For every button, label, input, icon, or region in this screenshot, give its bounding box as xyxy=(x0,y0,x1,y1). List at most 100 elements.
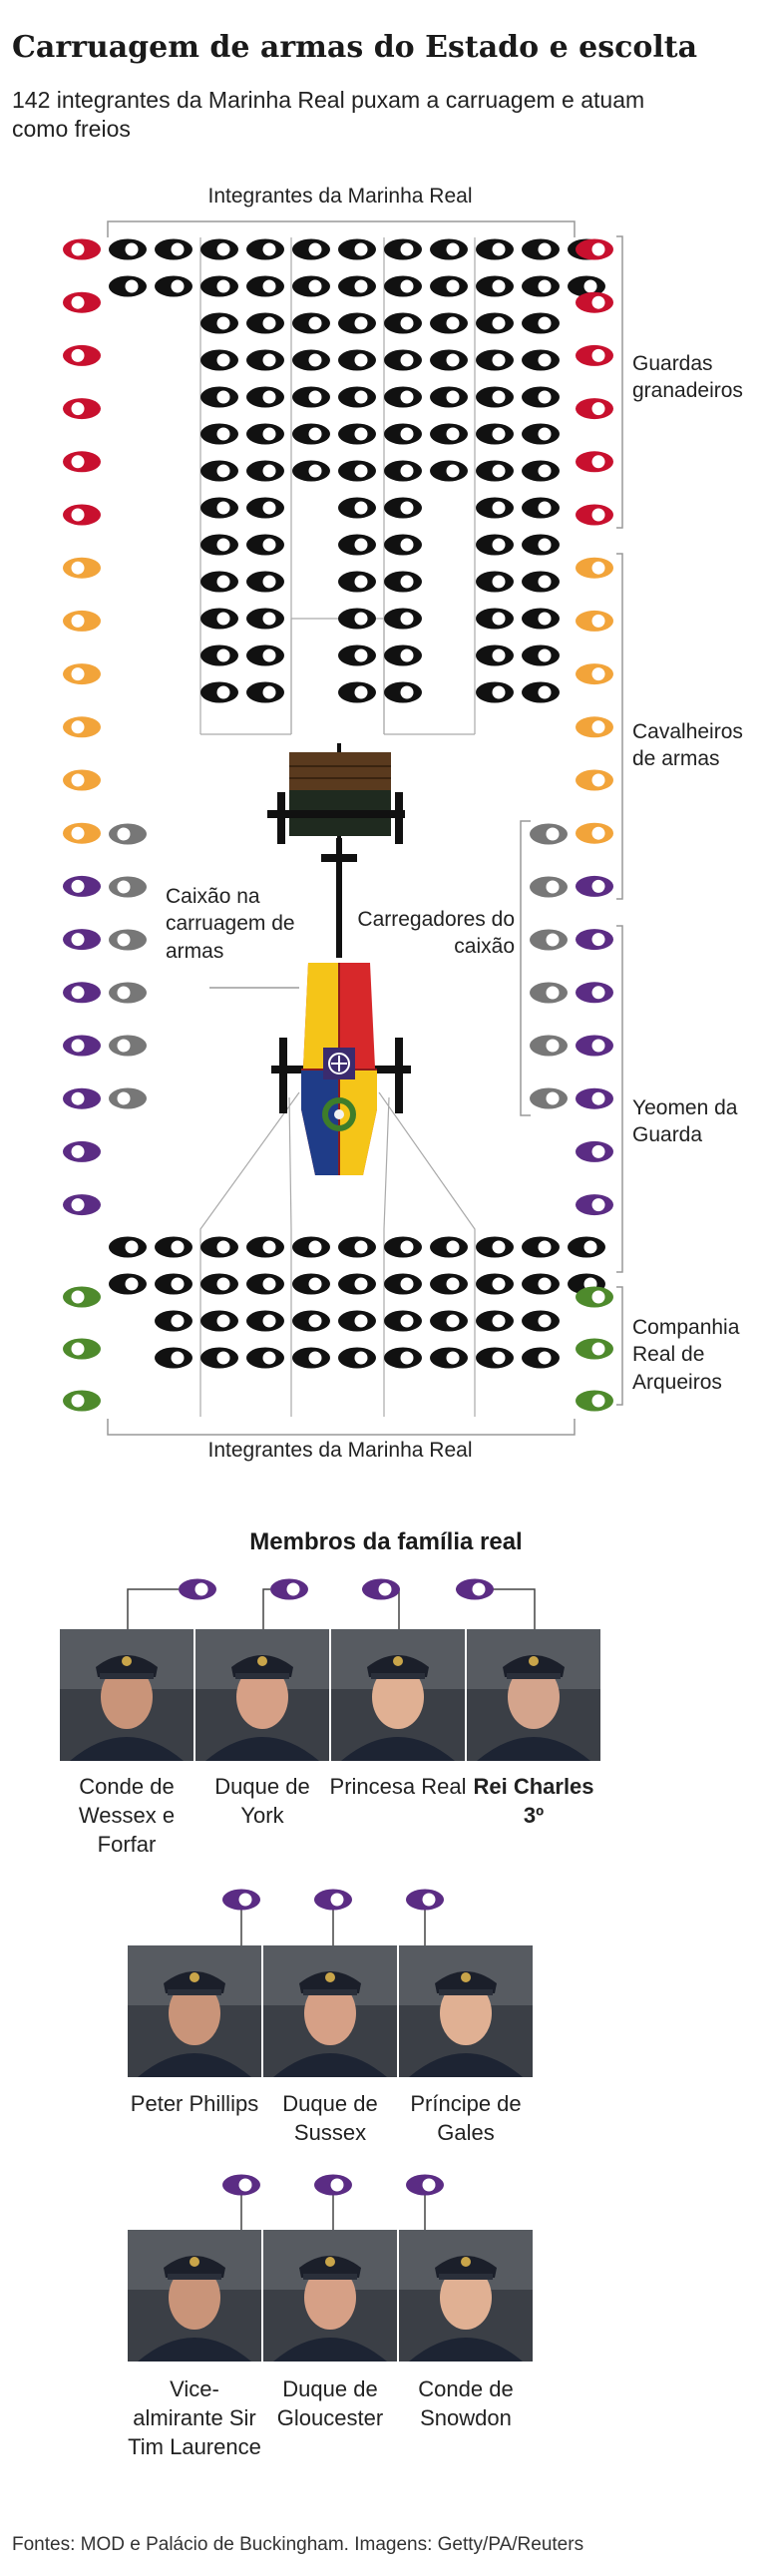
royal-marker xyxy=(179,1578,216,1600)
navy-rating xyxy=(430,275,468,297)
escort-right xyxy=(576,1035,613,1057)
navy-rating xyxy=(522,1347,560,1369)
navy-rating xyxy=(384,1310,422,1332)
navy-rating xyxy=(246,497,284,519)
navy-rating xyxy=(384,1273,422,1295)
royal-name: Duque de Gloucester xyxy=(276,2376,384,2431)
navy-rating xyxy=(338,238,376,260)
navy-rating xyxy=(246,312,284,334)
navy-rating xyxy=(200,460,238,482)
navy-rating xyxy=(200,275,238,297)
navy-rating xyxy=(430,1236,468,1258)
pallbearer xyxy=(530,1087,568,1109)
escort-left xyxy=(63,238,101,260)
navy-rating xyxy=(430,423,468,445)
navy-rating xyxy=(384,608,422,630)
navy-rating xyxy=(476,1273,514,1295)
navy-rating xyxy=(200,571,238,593)
navy-rating xyxy=(292,386,330,408)
navy-rating xyxy=(109,1273,147,1295)
navy-rating xyxy=(522,238,560,260)
royal-marker xyxy=(222,2174,260,2196)
navy-rating xyxy=(384,571,422,593)
navy-rating xyxy=(292,1347,330,1369)
escort-right xyxy=(576,291,613,313)
navy-rating xyxy=(476,497,514,519)
royal-name: Duque de Sussex xyxy=(282,2091,378,2146)
navy-rating xyxy=(109,238,147,260)
navy-rating xyxy=(384,275,422,297)
navy-rating xyxy=(430,1273,468,1295)
pallbearer xyxy=(109,929,147,951)
navy-rating xyxy=(200,608,238,630)
escort-right xyxy=(576,238,613,260)
group-label-gentlemen-at-arms: Cavalheiros de armas xyxy=(632,720,743,771)
portrait-photo xyxy=(263,2230,397,2361)
navy-rating xyxy=(246,571,284,593)
escort-left xyxy=(63,291,101,313)
portrait-photo xyxy=(195,1629,329,1761)
portrait-photo xyxy=(60,1629,193,1761)
navy-rating xyxy=(522,460,560,482)
escort-left xyxy=(63,557,101,579)
escort-left xyxy=(63,769,101,791)
navy-rating xyxy=(522,534,560,556)
navy-rating xyxy=(338,423,376,445)
navy-rating xyxy=(246,608,284,630)
escort-right xyxy=(576,716,613,738)
royal-marker xyxy=(406,1889,444,1911)
escort-left xyxy=(63,504,101,526)
pallbearer xyxy=(530,982,568,1004)
navy-rating xyxy=(476,386,514,408)
group-label-yeomen: Yeomen da Guarda xyxy=(632,1096,738,1147)
navy-rating xyxy=(292,312,330,334)
portrait-photo xyxy=(399,2230,533,2361)
escort-left xyxy=(63,1035,101,1057)
wreath xyxy=(322,1097,356,1131)
navy-rating xyxy=(246,681,284,703)
navy-rating xyxy=(246,460,284,482)
navy-rating xyxy=(246,1310,284,1332)
royal-archer xyxy=(576,1390,613,1412)
navy-rating xyxy=(338,644,376,666)
escort-left xyxy=(63,451,101,473)
navy-rating xyxy=(200,1310,238,1332)
navy-rating xyxy=(568,1236,605,1258)
navy-rating xyxy=(384,1347,422,1369)
royal-name: Vice-almirante Sir Tim Laurence xyxy=(128,2376,261,2460)
navy-rating xyxy=(338,608,376,630)
royal-name: Rei Charles 3º xyxy=(473,1774,594,1829)
pallbearer xyxy=(530,876,568,898)
navy-rating xyxy=(155,1347,193,1369)
royal-name: Peter Phillips xyxy=(130,2091,259,2116)
navy-rating xyxy=(246,1236,284,1258)
navy-rating xyxy=(430,1347,468,1369)
navy-rating xyxy=(246,423,284,445)
navy-rating xyxy=(155,1273,193,1295)
pallbearer xyxy=(109,982,147,1004)
royal-family-title: Membros da família real xyxy=(249,1528,523,1555)
navy-rating xyxy=(109,275,147,297)
pallbearer xyxy=(109,1035,147,1057)
navy-rating xyxy=(476,460,514,482)
navy-rating xyxy=(476,1236,514,1258)
navy-rating xyxy=(246,349,284,371)
navy-rating xyxy=(292,423,330,445)
escort-right xyxy=(576,822,613,844)
navy-rating xyxy=(384,238,422,260)
navy-rating xyxy=(476,349,514,371)
navy-rating xyxy=(522,312,560,334)
escort-right xyxy=(576,398,613,420)
navy-rating xyxy=(522,275,560,297)
navy-rating xyxy=(522,423,560,445)
navy-rating xyxy=(522,349,560,371)
navy-rating xyxy=(338,1273,376,1295)
royal-archer xyxy=(63,1338,101,1360)
navy-rating xyxy=(200,312,238,334)
escort-right xyxy=(576,451,613,473)
royal-archer xyxy=(576,1286,613,1308)
navy-rating xyxy=(384,386,422,408)
royal-markers xyxy=(127,1578,536,2230)
navy-rating xyxy=(200,386,238,408)
pallbearer xyxy=(109,823,147,845)
